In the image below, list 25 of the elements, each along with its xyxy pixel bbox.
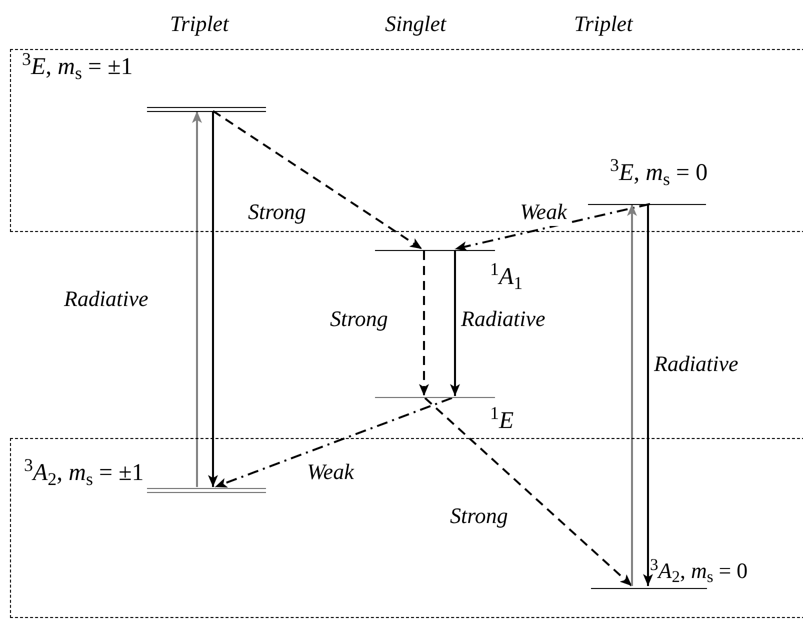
energy-level-line	[588, 203, 706, 205]
level-label: $^{3}$E, m$_{s}$ = 0	[610, 158, 708, 188]
arrow	[192, 111, 202, 487]
arrow	[419, 251, 429, 396]
level-label: $^{1}$E	[490, 406, 514, 436]
energy-level-line	[375, 249, 495, 251]
arrow	[454, 203, 650, 252]
arrow	[214, 397, 452, 488]
column-heading: Triplet	[574, 10, 633, 38]
energy-level-line	[591, 587, 707, 589]
energy-level-line	[147, 107, 266, 112]
level-label: $^{3}$E, m$_{s}$ = ±1	[22, 52, 133, 82]
arrow	[643, 204, 653, 586]
level-label: $^{3}$A$_{2}$, m$_{s}$ = 0	[650, 556, 748, 586]
level-label: $^{3}$A$_{2}$, m$_{s}$ = ±1	[24, 458, 144, 488]
energy-level-line	[375, 396, 495, 398]
arrow	[450, 251, 460, 396]
arrow	[424, 397, 633, 587]
arrow	[208, 111, 218, 487]
column-heading: Triplet	[170, 10, 229, 38]
level-label: $^{1}$A$_{1}$	[490, 262, 523, 292]
energy-level-line	[147, 488, 266, 493]
column-heading: Singlet	[385, 10, 446, 38]
arrow	[627, 204, 637, 586]
arrow	[212, 110, 423, 250]
